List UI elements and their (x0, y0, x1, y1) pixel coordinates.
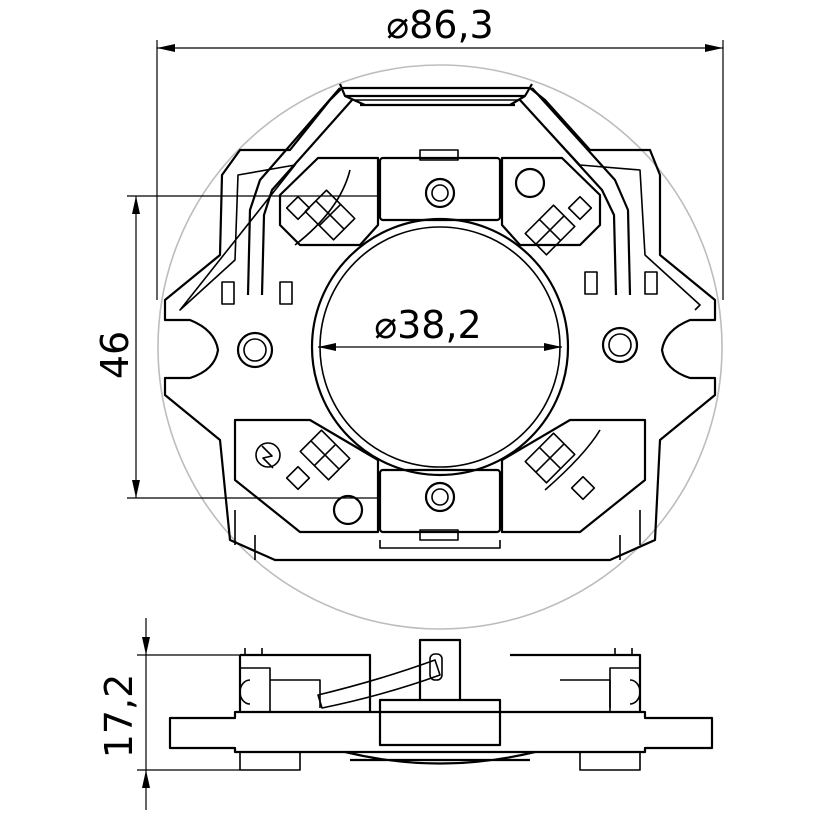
mount-hole-right (601, 326, 639, 364)
terminal-pocket-top-right (500, 156, 602, 247)
side-center-hub (378, 638, 502, 747)
side-clamps (270, 679, 611, 708)
small-clamp-c (570, 475, 596, 501)
mount-hole-left (236, 331, 274, 369)
bottom-feet (234, 510, 641, 560)
clamp-bottom-left (299, 429, 351, 481)
mount-hole-left-inner (243, 338, 267, 362)
dimension-height-17-2: 17,2 (97, 618, 240, 810)
side-bottom-dome (344, 750, 536, 765)
small-clamp-b (567, 195, 593, 221)
height-46-label: 46 (93, 331, 137, 379)
top-screw (424, 177, 456, 209)
terminal-pocket-bottom-right (500, 418, 647, 534)
right-arm (519, 87, 632, 296)
height-17-2-label: 17,2 (97, 674, 141, 759)
dimension-height-46: 46 (93, 195, 380, 499)
latch-left-a (221, 281, 235, 305)
latch-right-a (584, 271, 598, 295)
side-wire (317, 659, 441, 709)
post-bottom-left (332, 494, 364, 526)
top-screw-tab (419, 149, 459, 161)
side-feet (239, 752, 641, 771)
lightning-circle-icon (255, 442, 281, 469)
dimension-outer-diameter: ⌀86,3 (156, 3, 724, 300)
latch-left-b (279, 281, 293, 305)
post-top-right (514, 167, 546, 199)
latch-right-b (644, 271, 658, 295)
terminal-pocket-bottom-left (233, 418, 380, 534)
wire-guide-right (544, 429, 601, 491)
bottom-screw-inner (431, 488, 449, 506)
side-terminal-right (609, 667, 641, 712)
clamp-bottom-right (524, 432, 576, 484)
top-screw-inner (431, 184, 449, 202)
clamp-top-right (524, 204, 576, 256)
side-wire-end (429, 653, 443, 681)
housing-outline (163, 86, 717, 562)
bottom-screw-block (378, 468, 502, 534)
dimension-inner-diameter: ⌀38,2 (318, 303, 562, 351)
terminal-pocket-top-left (278, 156, 380, 247)
top-screw-block (378, 156, 502, 222)
side-terminal-left (239, 667, 271, 712)
bottom-screw (424, 481, 456, 513)
bottom-screw-tab (419, 529, 459, 541)
small-clamp-a (285, 465, 311, 491)
side-view (168, 638, 714, 771)
side-top-pins (244, 648, 633, 655)
left-arm (246, 87, 353, 296)
outer-diameter-label: ⌀86,3 (386, 3, 494, 47)
clamp-top-left (304, 189, 356, 241)
side-body (238, 653, 642, 712)
side-base-flange (168, 710, 714, 754)
mount-hole-right-inner (608, 333, 632, 357)
inner-diameter-label: ⌀38,2 (374, 303, 482, 347)
small-clamp-d (285, 195, 311, 221)
wire-guide-left (294, 169, 351, 246)
top-bridge (338, 83, 533, 107)
outer-envelope-circle (157, 64, 723, 630)
